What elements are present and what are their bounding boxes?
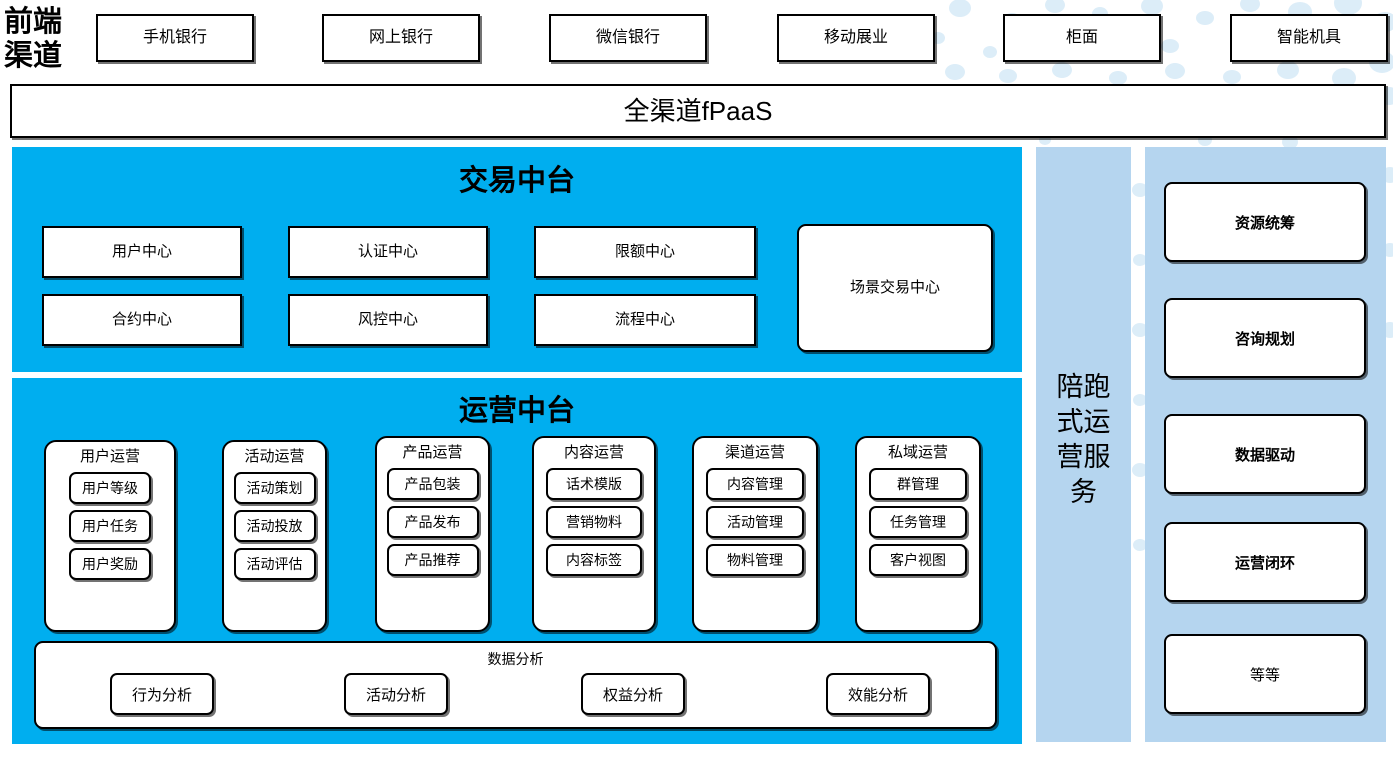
ops-column-title: 内容运营 — [563, 444, 624, 461]
ops-item-user-task[interactable]: 用户任务 — [69, 510, 151, 542]
channel-item-smart-device[interactable]: 智能机具 — [1230, 14, 1388, 62]
ops-column-user-operations[interactable]: 用户运营 用户等级 用户任务 用户奖励 — [44, 440, 176, 632]
pillar-item-consulting-planning[interactable]: 咨询规划 — [1164, 298, 1366, 378]
ops-column-product-operations[interactable]: 产品运营 产品包装 产品发布 产品推荐 — [375, 436, 490, 632]
service-label-line4: 务 — [1070, 477, 1097, 507]
trade-item-auth-center[interactable]: 认证中心 — [288, 226, 488, 278]
ops-item-task-management[interactable]: 任务管理 — [869, 506, 967, 538]
channel-item-counter[interactable]: 柜面 — [1003, 14, 1161, 62]
data-analysis-item-performance[interactable]: 效能分析 — [826, 673, 930, 715]
front-end-channel-label-line2: 渠道 — [4, 40, 63, 72]
data-analysis-container[interactable]: 数据分析 行为分析 活动分析 权益分析 效能分析 — [34, 641, 997, 729]
ops-item-marketing-material[interactable]: 营销物料 — [546, 506, 642, 538]
ops-item-user-level[interactable]: 用户等级 — [69, 472, 151, 504]
ops-item-user-reward[interactable]: 用户奖励 — [69, 548, 151, 580]
ops-item-campaign-evaluation[interactable]: 活动评估 — [233, 548, 316, 580]
ops-column-campaign-operations[interactable]: 活动运营 活动策划 活动投放 活动评估 — [222, 440, 327, 632]
service-label-line1: 陪跑 — [1056, 372, 1111, 402]
channel-item-online-bank[interactable]: 网上银行 — [322, 14, 480, 62]
pillar-item-data-driven[interactable]: 数据驱动 — [1164, 414, 1366, 494]
ops-item-campaign-planning[interactable]: 活动策划 — [233, 472, 316, 504]
channel-item-mobile-biz[interactable]: 移动展业 — [777, 14, 935, 62]
ops-item-campaign-delivery[interactable]: 活动投放 — [233, 510, 316, 542]
data-analysis-item-benefits[interactable]: 权益分析 — [581, 673, 685, 715]
accompanying-operation-service-strip — [1036, 147, 1131, 742]
ops-column-channel-operations[interactable]: 渠道运营 内容管理 活动管理 物料管理 — [692, 436, 818, 632]
trade-item-contract-center[interactable]: 合约中心 — [42, 294, 242, 346]
data-analysis-title: 数据分析 — [487, 651, 544, 667]
omnichannel-fpaas-bar[interactable]: 全渠道fPaaS — [10, 84, 1386, 138]
ops-column-title: 私域运营 — [887, 444, 948, 461]
ops-item-customer-view[interactable]: 客户视图 — [869, 544, 967, 576]
pillar-item-etc[interactable]: 等等 — [1164, 634, 1366, 714]
trade-center-title: 交易中台 — [458, 165, 575, 197]
ops-item-product-packaging[interactable]: 产品包装 — [386, 468, 479, 500]
pillar-item-operation-closed-loop[interactable]: 运营闭环 — [1164, 522, 1366, 602]
front-end-channel-label-line1: 前端 — [4, 6, 63, 38]
ops-item-product-recommendation[interactable]: 产品推荐 — [386, 544, 479, 576]
trade-item-limit-center[interactable]: 限额中心 — [534, 226, 756, 278]
pillar-item-resource-coordination[interactable]: 资源统筹 — [1164, 182, 1366, 262]
trade-item-user-center[interactable]: 用户中心 — [42, 226, 242, 278]
ops-column-title: 活动运营 — [244, 448, 305, 465]
ops-item-campaign-management[interactable]: 活动管理 — [706, 506, 804, 538]
service-label-line3: 营服 — [1056, 442, 1111, 472]
channel-item-mobile-bank[interactable]: 手机银行 — [96, 14, 254, 62]
front-end-channel-label: 前端 渠道 — [4, 2, 90, 76]
data-analysis-item-campaign[interactable]: 活动分析 — [344, 673, 448, 715]
channel-item-wechat-bank[interactable]: 微信银行 — [549, 14, 707, 62]
service-label-line2: 式运 — [1056, 407, 1111, 437]
accompanying-operation-service-label: 陪跑 式运 营服 务 — [1036, 370, 1131, 510]
ops-item-content-management[interactable]: 内容管理 — [706, 468, 804, 500]
trade-item-risk-center[interactable]: 风控中心 — [288, 294, 488, 346]
data-analysis-item-behavior[interactable]: 行为分析 — [110, 673, 214, 715]
ops-column-title: 产品运营 — [402, 444, 463, 461]
ops-item-content-tag[interactable]: 内容标签 — [546, 544, 642, 576]
ops-center-title: 运营中台 — [458, 395, 575, 427]
ops-item-group-management[interactable]: 群管理 — [869, 468, 967, 500]
ops-item-script-template[interactable]: 话术模版 — [546, 468, 642, 500]
ops-column-content-operations[interactable]: 内容运营 话术模版 营销物料 内容标签 — [532, 436, 656, 632]
ops-item-product-release[interactable]: 产品发布 — [386, 506, 479, 538]
trade-item-process-center[interactable]: 流程中心 — [534, 294, 756, 346]
ops-column-title: 渠道运营 — [724, 444, 785, 461]
trade-item-scene-transaction-center[interactable]: 场景交易中心 — [797, 224, 993, 352]
ops-item-material-management[interactable]: 物料管理 — [706, 544, 804, 576]
ops-column-private-domain-operations[interactable]: 私域运营 群管理 任务管理 客户视图 — [855, 436, 981, 632]
ops-column-title: 用户运营 — [79, 448, 140, 465]
